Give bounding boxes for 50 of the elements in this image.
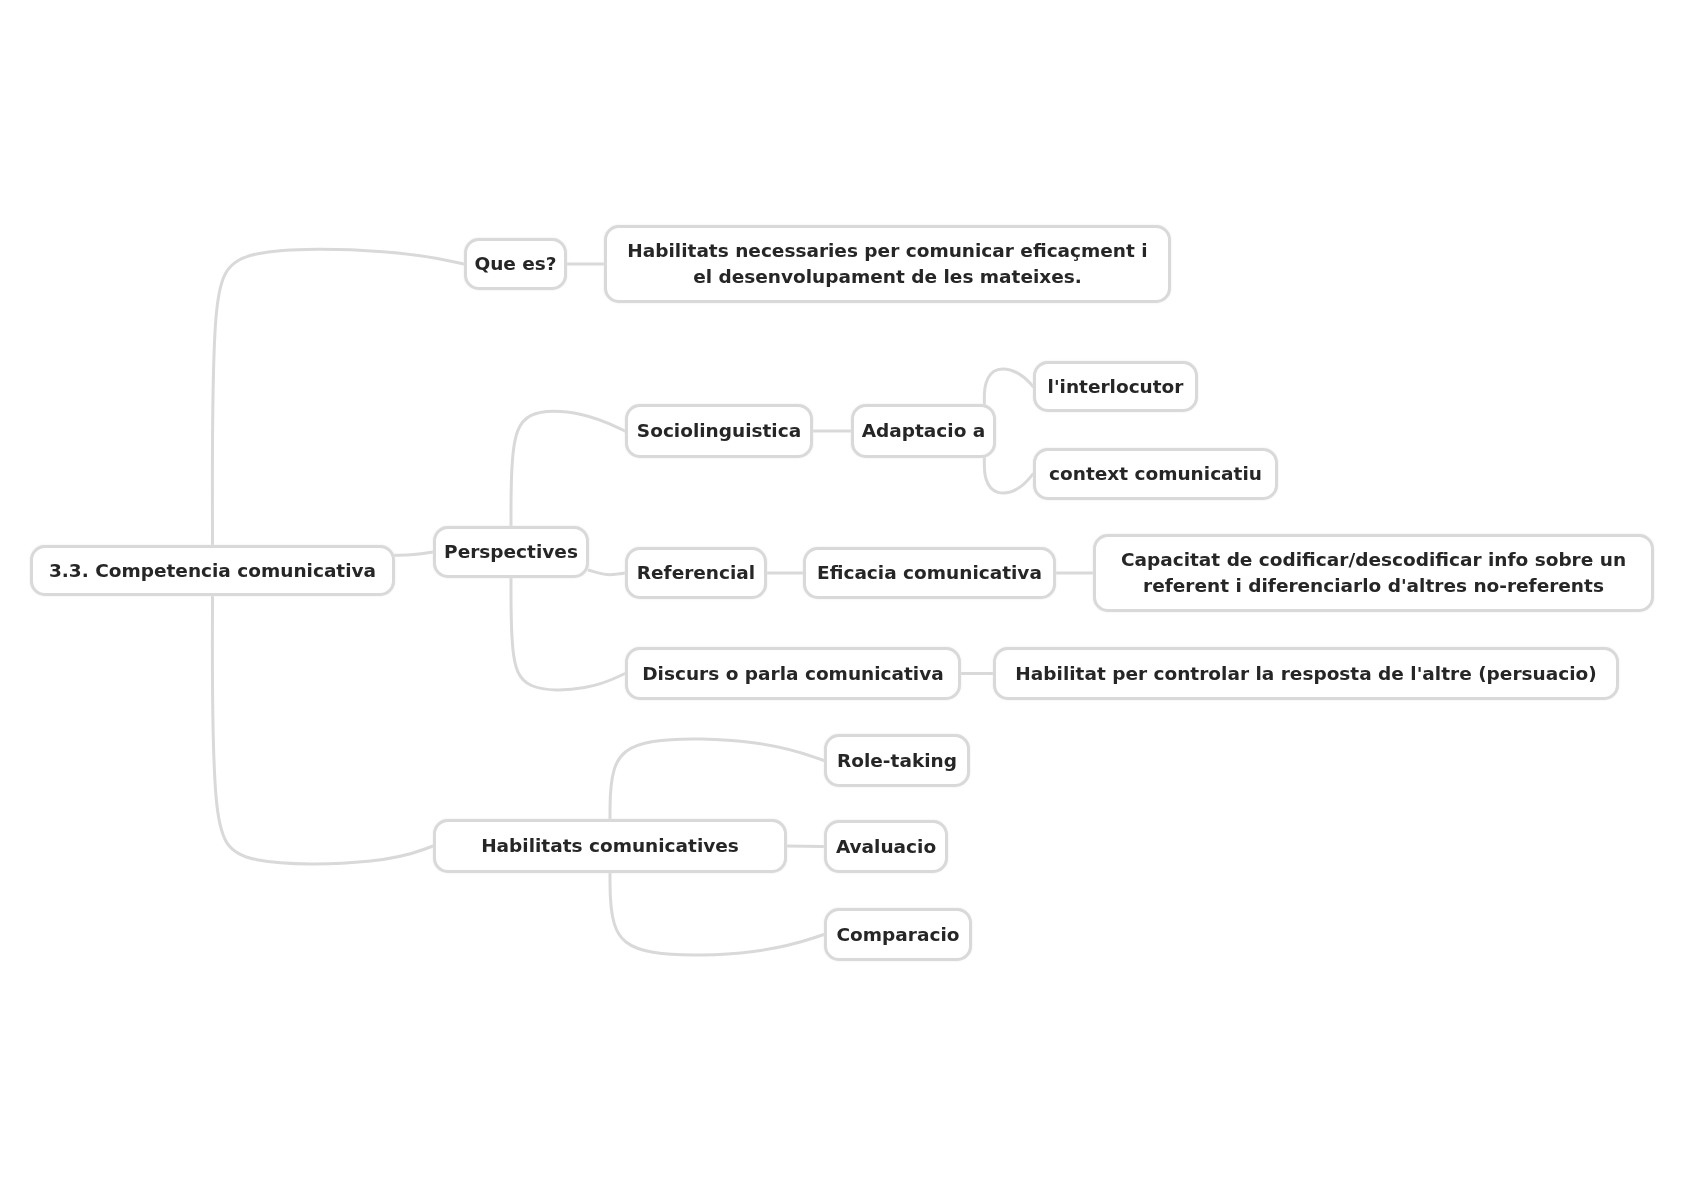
- topic-box: [803, 547, 1056, 599]
- topic-box: [625, 404, 813, 458]
- topic-label: Referencial: [636, 561, 756, 586]
- connector-line: [765, 571, 805, 575]
- topic-box: [433, 526, 589, 578]
- topic-label: l'interlocutor: [1047, 374, 1184, 399]
- topic-box: [1033, 448, 1278, 500]
- connector-line: [608, 871, 826, 957]
- topic-label: Habilitats necessaries per comunicar eficaçment i el desenvolupament de les mateixes.: [626, 239, 1149, 289]
- connector-line: [210, 247, 466, 547]
- topic-box: [433, 819, 787, 873]
- topic-box: [464, 238, 567, 290]
- topic-box: [993, 647, 1619, 700]
- connector-line: [959, 672, 995, 675]
- connector-line: [608, 737, 826, 821]
- topic-label: Avaluacio: [835, 834, 937, 859]
- connector-line: [587, 568, 627, 577]
- topic-box: [824, 908, 972, 961]
- topic-label: context comunicatiu: [1049, 462, 1262, 487]
- connector-line: [785, 844, 826, 848]
- topic-box: [30, 545, 395, 596]
- topic-box: [824, 734, 970, 787]
- connector-line: [210, 594, 435, 866]
- topic-box: [625, 547, 767, 599]
- topic-label: Discurs o parla comunicativa: [642, 661, 944, 686]
- topic-label: Role-taking: [837, 748, 957, 773]
- connector-line: [509, 409, 627, 528]
- topic-label: Adaptacio a: [861, 419, 986, 444]
- topic-label: Sociolinguistica: [636, 419, 802, 444]
- topic-label: Eficacia comunicativa: [817, 561, 1042, 586]
- connector-line: [509, 576, 627, 692]
- connector-line: [982, 456, 1035, 495]
- topic-box: [824, 820, 948, 873]
- topic-box: [1093, 534, 1654, 612]
- topic-box: [1033, 361, 1198, 412]
- topic-label: Que es?: [474, 252, 557, 277]
- topic-box: [604, 225, 1171, 303]
- topic-label: Perspectives: [444, 540, 578, 565]
- connector-line: [565, 262, 606, 266]
- topic-label: Comparacio: [836, 922, 960, 947]
- topic-box: [851, 404, 996, 458]
- topic-label: Habilitat per controlar la resposta de l'altre (persuacio): [1015, 661, 1597, 686]
- connector-line: [982, 367, 1035, 406]
- connector-line: [811, 429, 853, 433]
- topic-label: Capacitat de codificar/descodificar info sobre un referent i diferenciarlo d'altres no-referents: [1119, 548, 1628, 598]
- topic-label: Habilitats comunicatives: [481, 834, 739, 859]
- topic-box: [625, 647, 961, 700]
- connector-line: [1054, 571, 1095, 575]
- topic-label: 3.3. Competencia comunicativa: [48, 558, 377, 583]
- connector-line: [393, 550, 435, 557]
